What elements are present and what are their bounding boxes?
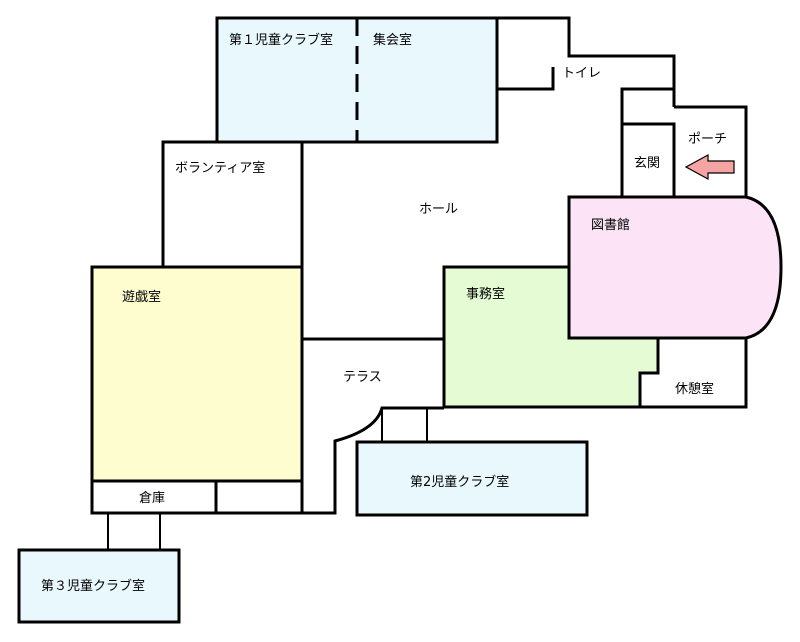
label-office: 事務室	[466, 286, 505, 302]
label-hall: ホール	[419, 202, 458, 217]
lounge-wall	[638, 338, 748, 409]
corridor-club2	[381, 408, 428, 442]
label-library: 図書館	[591, 218, 630, 233]
club1-south-wall	[217, 89, 499, 144]
entry-arrow-icon	[684, 153, 735, 181]
hall-north-wall	[495, 18, 555, 91]
room-library-fill	[569, 197, 781, 338]
label-lounge: 休憩室	[675, 381, 714, 397]
label-volunteer: ボランティア室	[175, 160, 265, 176]
label-assembly: 集会室	[373, 32, 412, 48]
room-club3-fill	[19, 550, 179, 622]
label-playroom: 遊戯室	[122, 289, 161, 305]
label-storage: 倉庫	[139, 491, 165, 506]
corridor-club3	[107, 513, 161, 550]
volunteer-wall	[163, 140, 304, 267]
label-club3: 第３児童クラブ室	[41, 578, 145, 594]
room-office-fill	[444, 268, 658, 407]
room-club2	[355, 440, 589, 517]
room-club3	[17, 548, 181, 624]
room-club2-fill	[357, 442, 587, 515]
label-club1: 第１児童クラブ室	[229, 32, 333, 48]
label-terrace: テラス	[343, 370, 382, 385]
label-entrance: 玄関	[634, 156, 660, 171]
label-club2: 第2児童クラブ室	[410, 474, 509, 490]
room-playroom-fill	[92, 267, 302, 481]
library-wall	[567, 195, 783, 340]
entrance-wall	[622, 89, 748, 197]
label-toilet: トイレ	[562, 66, 601, 81]
label-porch: ポーチ	[688, 132, 727, 147]
